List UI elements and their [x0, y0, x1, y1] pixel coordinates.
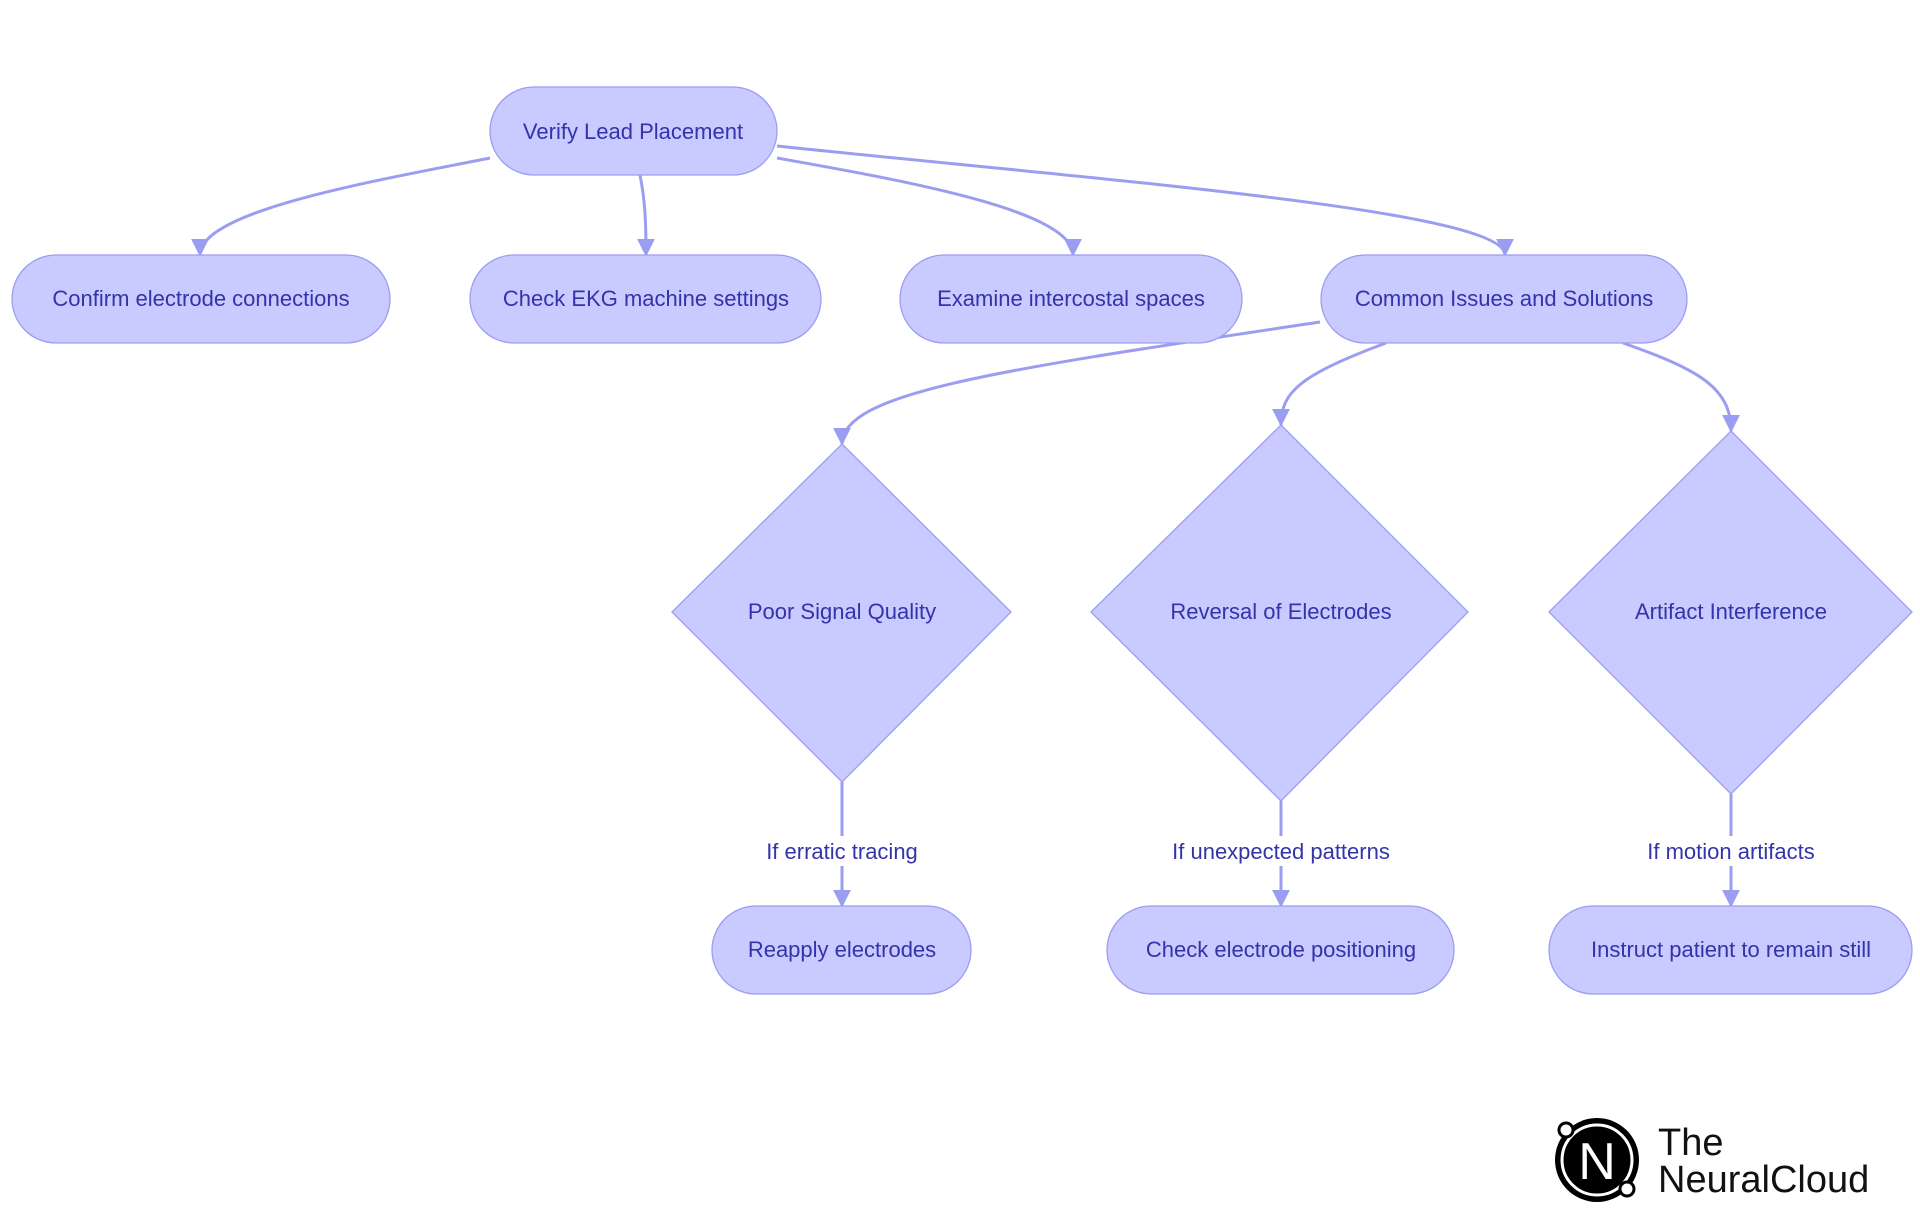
edge-label-unexpected: If unexpected patterns: [1172, 839, 1390, 864]
node-check-electrode-positioning[interactable]: Check electrode positioning: [1106, 905, 1455, 995]
decision-label: Artifact Interference: [1635, 599, 1827, 624]
node-label: Examine intercostal spaces: [937, 286, 1205, 311]
edge-label-bg: [756, 836, 928, 866]
edge-verify-to-confirm: [191, 156, 491, 257]
edge-common-to-reversal: [1272, 341, 1387, 427]
node-label: Confirm electrode connections: [52, 286, 349, 311]
decision-label: Poor Signal Quality: [748, 599, 936, 624]
decision-shape: [1548, 430, 1913, 795]
neuralcloud-logo: N The NeuralCloud: [1555, 1118, 1869, 1202]
edge-label-motion: If motion artifacts: [1647, 839, 1815, 864]
node-label: Check EKG machine settings: [503, 286, 789, 311]
edge-labels: If erratic tracing If unexpected pattern…: [756, 836, 1827, 866]
node-label: Common Issues and Solutions: [1355, 286, 1653, 311]
edge-common-to-artifact: [1622, 341, 1740, 433]
decision-label: Reversal of Electrodes: [1170, 599, 1391, 624]
node-shape: [11, 254, 391, 344]
node-label: Check electrode positioning: [1146, 937, 1416, 962]
node-reapply-electrodes[interactable]: Reapply electrodes: [711, 905, 972, 995]
node-shape: [1106, 905, 1455, 995]
decision-artifact-interference[interactable]: Artifact Interference: [1548, 430, 1913, 795]
node-label: Instruct patient to remain still: [1591, 937, 1871, 962]
node-label: Verify Lead Placement: [523, 119, 743, 144]
node-instruct-patient-to-remain-still[interactable]: Instruct patient to remain still: [1548, 905, 1913, 995]
node-examine-intercostal-spaces[interactable]: Examine intercostal spaces: [899, 254, 1243, 344]
edge-label-erratic: If erratic tracing: [766, 839, 918, 864]
logo-ring-icon: [1560, 1123, 1634, 1197]
node-shape: [711, 905, 972, 995]
node-label: Reapply electrodes: [748, 937, 936, 962]
logo-text-neuralcloud: NeuralCloud: [1658, 1159, 1869, 1201]
node-check-ekg-machine-settings[interactable]: Check EKG machine settings: [469, 254, 822, 344]
node-shape: [489, 86, 778, 176]
edge-verify-to-common: [776, 144, 1514, 257]
node-shape: [1548, 905, 1913, 995]
edge-label-bg: [1162, 836, 1400, 866]
node-shape: [1320, 254, 1688, 344]
decision-shape: [1090, 424, 1469, 802]
edge-verify-to-check-ekg: [636, 174, 655, 257]
node-verify-lead-placement[interactable]: Verify Lead Placement: [489, 86, 778, 176]
edge-verify-to-examine: [776, 156, 1082, 257]
logo-mark: N: [1578, 1133, 1616, 1191]
node-shape: [899, 254, 1243, 344]
decision-poor-signal-quality[interactable]: Poor Signal Quality: [671, 443, 1012, 783]
node-common-issues-and-solutions[interactable]: Common Issues and Solutions: [1320, 254, 1688, 344]
logo-circle-icon: [1555, 1118, 1639, 1202]
edge-label-bg: [1635, 836, 1827, 866]
logo-text-the: The: [1658, 1122, 1723, 1164]
decision-reversal-of-electrodes[interactable]: Reversal of Electrodes: [1090, 424, 1469, 802]
logo-dot-icon: [1557, 1121, 1575, 1139]
node-confirm-electrode-connections[interactable]: Confirm electrode connections: [11, 254, 391, 344]
node-shape: [469, 254, 822, 344]
logo-dot-icon: [1618, 1180, 1636, 1198]
decision-shape: [671, 443, 1012, 783]
